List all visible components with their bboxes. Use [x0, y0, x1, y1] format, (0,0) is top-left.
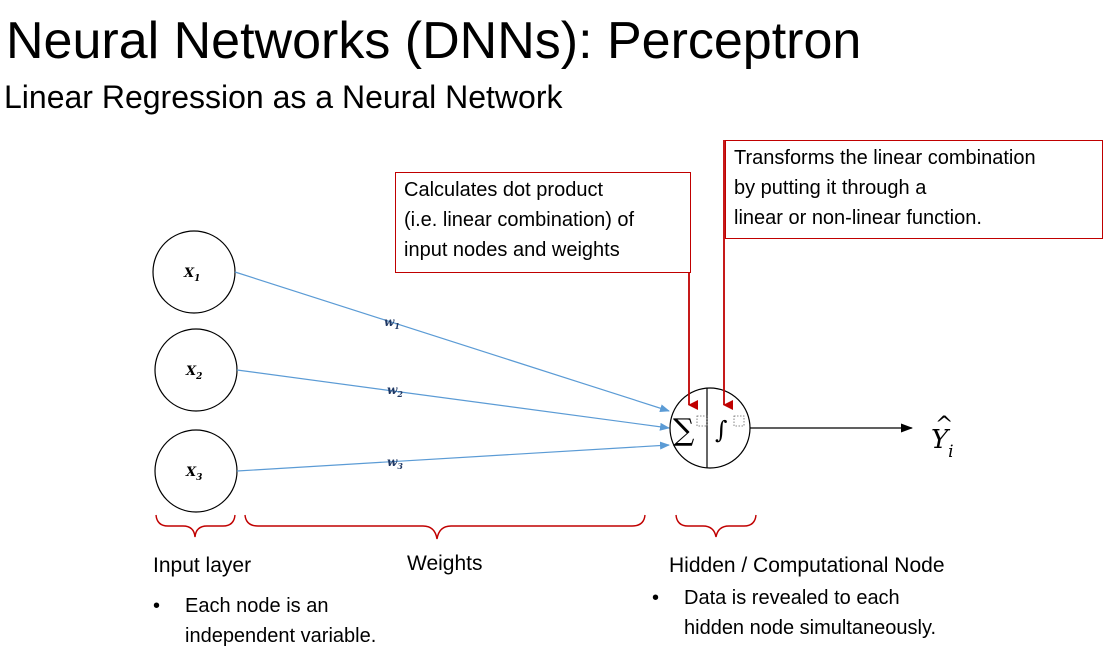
bullet-marker: •	[652, 587, 660, 609]
edge-3	[236, 441, 670, 472]
edge-2	[236, 369, 670, 431]
integral-symbol: ∫	[715, 416, 728, 444]
brace-hidden-node	[675, 514, 757, 538]
weight-label-2: w2	[387, 383, 403, 399]
sum-symbol: ∑	[673, 413, 695, 448]
callout-line: (i.e. linear combination) of	[404, 209, 635, 231]
brace-input-layer	[155, 514, 236, 538]
page-title: Neural Networks (DNNs): Perceptron	[6, 12, 862, 70]
bullet-line: hidden node simultaneously.	[684, 617, 937, 639]
callout-line: Transforms the linear combination	[734, 147, 1036, 169]
callout-function: Transforms the linear combination by put…	[725, 140, 1103, 239]
bullet-line: independent variable.	[185, 625, 377, 647]
callout-line: linear or non-linear function.	[734, 207, 982, 229]
bullet-marker: •	[153, 595, 161, 617]
callout-line: input nodes and weights	[404, 239, 620, 261]
callout-dot-product: Calculates dot product (i.e. linear comb…	[395, 172, 691, 273]
bullet-line: Data is revealed to each	[684, 587, 900, 609]
input-layer-label: Input layer	[153, 554, 252, 577]
bullet-text: Data is revealed to each hidden node sim…	[684, 583, 936, 643]
edge-1	[234, 271, 670, 413]
bullet-text: Each node is an independent variable.	[185, 591, 376, 651]
placeholder-box-2	[733, 415, 745, 427]
input-label-3: X3	[185, 465, 202, 483]
output-hat: ^	[935, 413, 953, 438]
output-label: Yi	[931, 425, 954, 462]
input-label-2: X2	[185, 364, 202, 382]
placeholder-box-1	[696, 415, 708, 427]
bullet-line: Each node is an	[185, 595, 329, 617]
hidden-node-label: Hidden / Computational Node	[669, 554, 945, 577]
callout-line: by putting it through a	[734, 177, 927, 199]
input-label-1: X1	[183, 266, 200, 284]
brace-weights	[244, 514, 646, 540]
callout-line: Calculates dot product	[404, 179, 604, 201]
weight-label-1: w1	[384, 315, 400, 331]
page-subtitle: Linear Regression as a Neural Network	[4, 79, 563, 115]
weight-label-3: w3	[387, 455, 403, 471]
weights-label: Weights	[407, 552, 483, 575]
